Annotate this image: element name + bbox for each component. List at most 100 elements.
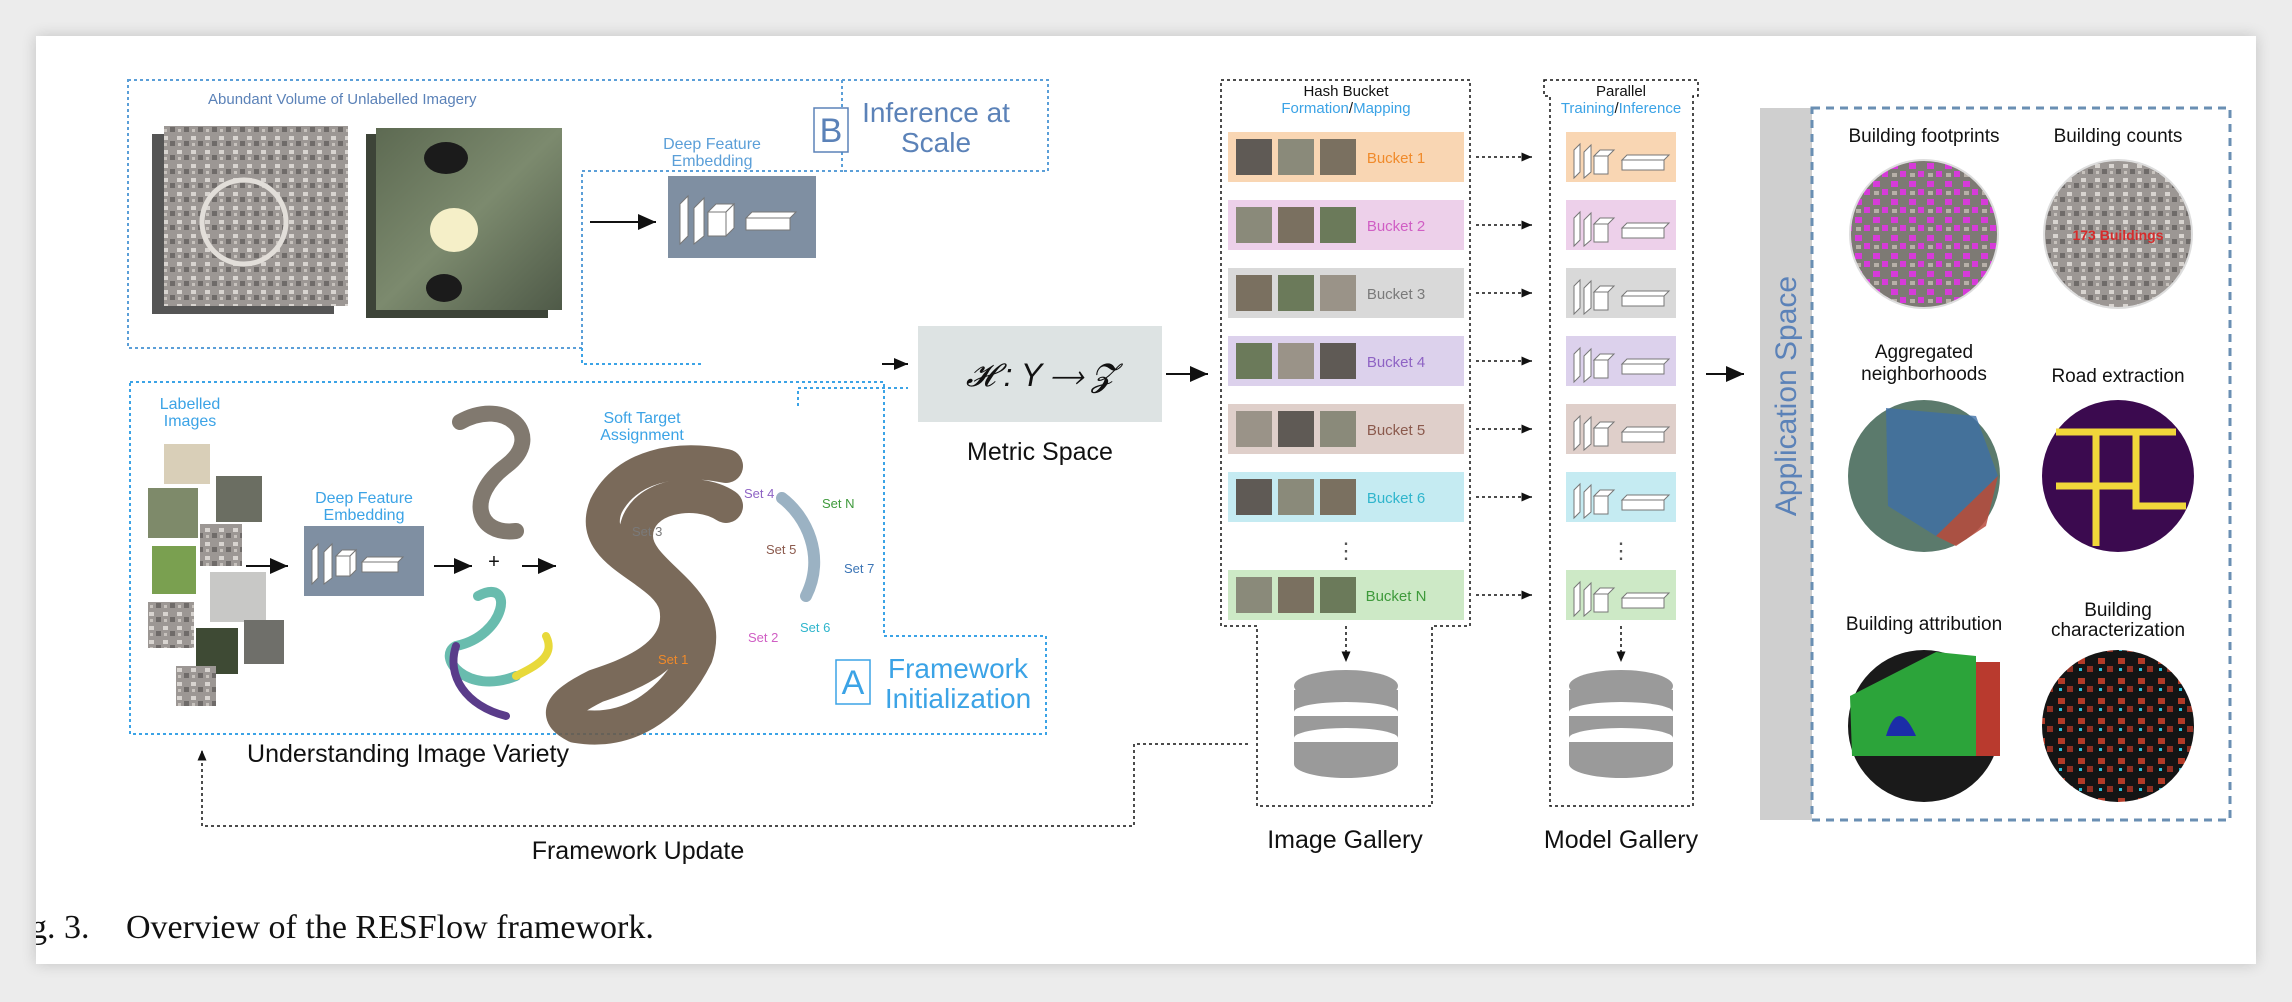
footprints-label: Building footprints [1848, 126, 1999, 147]
panel-a-title-line2: Initialization [885, 683, 1031, 714]
embedding-a-network-icon [311, 542, 405, 586]
model-title-line2: Training/Inference [1561, 100, 1681, 117]
cluster-tail-yellow [512, 632, 553, 680]
bucket-4-thumb-2 [1278, 343, 1314, 379]
application-space: Application Space Building footprints Bu… [1760, 106, 2232, 822]
bucket-3-thumb-2 [1278, 275, 1314, 311]
application-border [1810, 106, 2232, 822]
figure-caption: g. 3. Overview of the RESFlow framework. [36, 909, 654, 947]
embedding-b-box [668, 176, 816, 258]
model-title-line1: Parallel [1596, 83, 1646, 100]
bucket-3-label: Bucket 3 [1367, 286, 1425, 303]
model-slash: / [1614, 100, 1619, 117]
model-7-network-icon [1573, 580, 1671, 618]
bucket-7-label: Bucket N [1366, 588, 1427, 605]
model-1-network-icon [1573, 142, 1671, 180]
model-ellipsis: ⋮ [1610, 538, 1632, 563]
labelled-image-collage [148, 444, 284, 706]
cloud-patch [430, 208, 478, 252]
bucket-4-thumb-3 [1320, 343, 1356, 379]
set-4-label: Set 4 [744, 486, 774, 501]
framework-update-loop [197, 743, 1248, 827]
panel-b-title-line2: Scale [901, 127, 971, 158]
bucket-1-thumb-2 [1278, 139, 1314, 175]
bucket-4-thumb-1 [1236, 343, 1272, 379]
hash-bucket-column: Hash Bucket Formation/Mapping Bucket 1Bu… [1220, 79, 1532, 854]
dark-patch [424, 142, 468, 174]
bucket-2-label: Bucket 2 [1367, 218, 1425, 235]
road-image [2042, 400, 2194, 552]
imagery-label: Abundant Volume of Unlabelled Imagery [208, 91, 477, 108]
bucket-6-thumb-1 [1236, 479, 1272, 515]
characterization-line2: characterization [2051, 620, 2185, 641]
panel-a-border [129, 381, 1047, 735]
dark-patch-2 [426, 274, 462, 302]
cluster-manifold-bottom [444, 587, 521, 687]
image-gallery-database-icon [1294, 670, 1398, 778]
bucket-5-thumb-3 [1320, 411, 1356, 447]
set-7-label: Set 7 [844, 561, 874, 576]
hash-bucket-border [1220, 79, 1471, 807]
letter-a-box [835, 659, 871, 705]
neighborhoods-line2: neighborhoods [1861, 364, 1987, 385]
model-gallery-database-icon [1569, 670, 1673, 778]
soft-target-line2: Assignment [600, 427, 684, 444]
model-training: Training [1561, 100, 1615, 117]
model-3-network-icon [1573, 278, 1671, 316]
framework-update-label: Framework Update [532, 837, 745, 865]
embedding-b-line2: Embedding [672, 153, 753, 170]
bucket-1-thumb-1 [1236, 139, 1272, 175]
panel-b-border-right [842, 79, 1049, 172]
hash-mapping: Mapping [1353, 100, 1411, 117]
attribution-label: Building attribution [1846, 614, 2002, 635]
understanding-label: Understanding Image Variety [247, 740, 569, 768]
bucket-2-thumb-1 [1236, 207, 1272, 243]
application-space-label: Application Space [1770, 276, 1803, 516]
urban-satellite-image [164, 126, 348, 306]
model-5-network-icon [1573, 414, 1671, 452]
model-border [1543, 79, 1699, 807]
neighborhoods-line1: Aggregated [1875, 342, 1973, 363]
embedding-b-line1: Deep Feature [663, 136, 761, 153]
panel-b-title-line1: Inference at [862, 97, 1010, 128]
model-column: Parallel Training/Inference ⋮ Model Gall… [1543, 79, 1699, 854]
counts-label: Building counts [2054, 126, 2183, 147]
bucket-7-thumb-1 [1236, 577, 1272, 613]
model-inference: Inference [1619, 100, 1682, 117]
bucket-1-thumb-3 [1320, 139, 1356, 175]
model-gallery-label: Model Gallery [1544, 826, 1699, 854]
panel-a: Labelled Images Deep Feature Embedding +… [129, 381, 1047, 768]
embedding-a-line1: Deep Feature [315, 490, 413, 507]
attribution-image [1848, 650, 2000, 802]
bucket-6-thumb-2 [1278, 479, 1314, 515]
hash-slash: / [1349, 100, 1354, 117]
metric-formula: 𝓗 : Y ⟶ 𝓩 [966, 357, 1124, 394]
connector-b-to-metric [581, 348, 704, 365]
bucket-6-label: Bucket 6 [1367, 490, 1425, 507]
figure-number: g. 3. [36, 909, 90, 946]
bucket-2-thumb-2 [1278, 207, 1314, 243]
model-4-network-icon [1573, 346, 1671, 384]
set-1-label: Set 1 [658, 652, 688, 667]
bucket-4-label: Bucket 4 [1367, 354, 1425, 371]
soft-target-tail [776, 492, 821, 602]
set-6-label: Set 6 [800, 620, 830, 635]
hash-title-line2: Formation/Mapping [1281, 100, 1410, 117]
footprints-image [1849, 159, 1999, 309]
bucket-5-label: Bucket 5 [1367, 422, 1425, 439]
metric-space-label: Metric Space [967, 438, 1113, 466]
labelled-line2: Images [164, 413, 216, 430]
bucket-7-thumb-2 [1278, 577, 1314, 613]
figure-frame: Abundant Volume of Unlabelled Imagery De… [36, 36, 2256, 964]
bucket-3-thumb-1 [1236, 275, 1272, 311]
bucket-5-thumb-1 [1236, 411, 1272, 447]
bucket-1-label: Bucket 1 [1367, 150, 1425, 167]
letter-a: A [842, 664, 865, 702]
image-manifold-top [452, 405, 531, 540]
caption-text: Overview of the RESFlow framework. [126, 909, 654, 946]
model-6-network-icon [1573, 482, 1671, 520]
bucket-7-thumb-3 [1320, 577, 1356, 613]
application-bar [1760, 108, 1812, 820]
embedding-b-network-icon [679, 194, 798, 246]
labelled-line1: Labelled [160, 396, 221, 413]
